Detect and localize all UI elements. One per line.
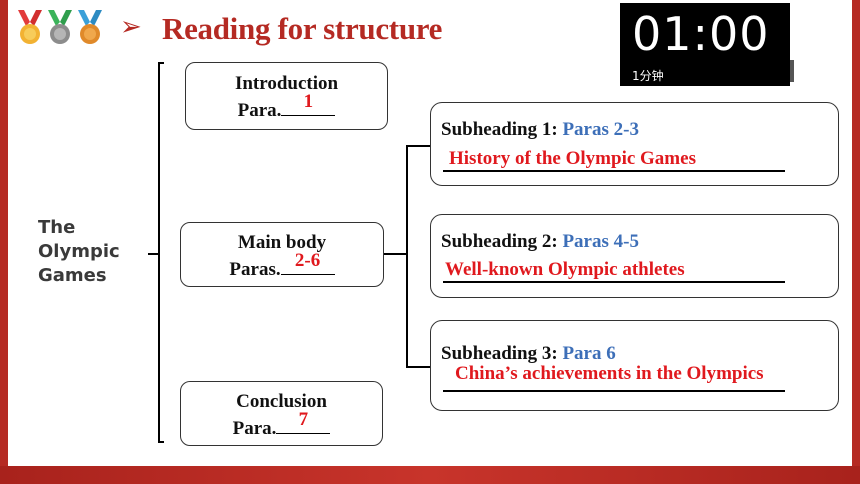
subheading-2-answer: Well-known Olympic athletes xyxy=(445,259,685,280)
subheading-label: Subheading 2: xyxy=(441,231,558,252)
introduction-answer: 1 xyxy=(303,91,314,112)
silver-medal-icon xyxy=(48,10,72,44)
subheading-paras: Para 6 xyxy=(562,343,616,364)
main-body-heading: Main body xyxy=(237,232,327,253)
bracket-top-tick xyxy=(158,62,164,64)
introduction-para-line: Para. 1 xyxy=(186,91,387,122)
topic-label: The Olympic Games xyxy=(38,216,120,288)
conclusion-answer: 7 xyxy=(298,409,309,430)
subheading-label: Subheading 1: xyxy=(441,119,558,140)
answer-blank: 1 xyxy=(281,91,336,116)
sub-bracket-stub xyxy=(384,253,406,255)
conclusion-box: Conclusion Para. 7 xyxy=(180,381,383,446)
medals-icon xyxy=(18,10,102,44)
introduction-heading: Introduction xyxy=(234,73,339,94)
timer-label: 1分钟 xyxy=(632,69,664,83)
arrow-bullet-icon: ➢ xyxy=(120,12,142,42)
sub-bracket-vertical xyxy=(406,145,408,367)
subheading-1-answer: History of the Olympic Games xyxy=(449,148,696,169)
subheading-paras: Paras 4-5 xyxy=(562,231,639,252)
subheading-2-box: Subheading 2: Paras 4-5 Well-known Olymp… xyxy=(430,214,839,298)
slide-title: Reading for structure xyxy=(162,11,443,46)
sub-bracket-top-tick xyxy=(406,145,430,147)
bracket-bottom-tick xyxy=(158,441,164,443)
topic-line: Games xyxy=(38,265,107,286)
answer-underline xyxy=(443,390,785,392)
para-prefix: Para. xyxy=(232,418,277,439)
para-prefix: Para. xyxy=(237,100,282,121)
bracket-stub xyxy=(148,253,158,255)
main-body-box: Main body Paras. 2-6 xyxy=(180,222,384,287)
subheading-1-line: Subheading 1: Paras 2-3 xyxy=(441,119,639,141)
topic-line: The xyxy=(38,217,76,238)
conclusion-para-line: Para. 7 xyxy=(181,409,382,440)
subheading-1-box: Subheading 1: Paras 2-3 History of the O… xyxy=(430,102,839,186)
bottom-band xyxy=(0,466,860,484)
subheading-3-box: Subheading 3: Para 6 China’s achievement… xyxy=(430,320,839,411)
bracket-vertical xyxy=(158,62,160,442)
subheading-label: Subheading 3: xyxy=(441,343,558,364)
timer-time: 01:00 xyxy=(632,7,770,61)
subheading-paras: Paras 2-3 xyxy=(562,119,639,140)
topic-line: Olympic xyxy=(38,241,120,262)
gold-medal-icon xyxy=(18,10,42,44)
answer-blank: 2-6 xyxy=(280,250,335,275)
timer-edge xyxy=(790,60,794,82)
subheading-2-line: Subheading 2: Paras 4-5 xyxy=(441,231,639,253)
sub-bracket-bottom-tick xyxy=(406,366,430,368)
introduction-box: Introduction Para. 1 xyxy=(185,62,388,130)
answer-underline xyxy=(443,170,785,172)
bronze-medal-icon xyxy=(78,10,102,44)
subheading-3-answer: China’s achievements in the Olympics xyxy=(455,363,764,384)
main-body-para-line: Paras. 2-6 xyxy=(181,250,383,281)
para-prefix: Paras. xyxy=(229,259,281,280)
answer-blank: 7 xyxy=(276,409,331,434)
subheading-3-line: Subheading 3: Para 6 xyxy=(441,343,616,365)
answer-underline xyxy=(443,281,785,283)
countdown-timer[interactable]: 01:00 1分钟 xyxy=(620,3,790,86)
main-body-answer: 2-6 xyxy=(294,250,321,271)
conclusion-heading: Conclusion xyxy=(236,391,327,412)
